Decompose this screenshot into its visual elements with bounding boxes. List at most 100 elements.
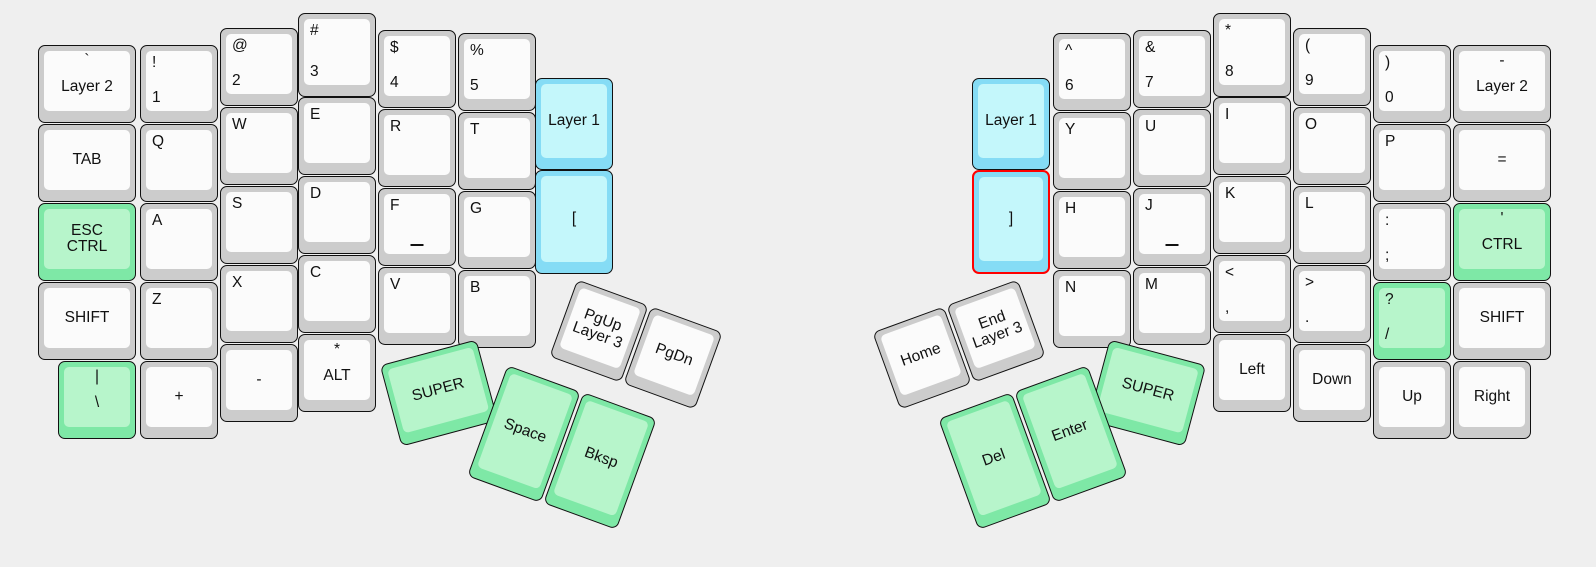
key-r-0[interactable]: )0	[1373, 45, 1451, 123]
key-legend-main: Del	[979, 445, 1008, 470]
key-r-left[interactable]: Left	[1213, 334, 1291, 412]
key-r-period[interactable]: >.	[1293, 265, 1371, 343]
key-l-layer1[interactable]: Layer 1	[535, 78, 613, 170]
key-l-a[interactable]: A	[140, 203, 218, 281]
key-l-esc-ctrl[interactable]: ESC CTRL	[38, 203, 136, 281]
keycap-r-end-layer3: End Layer 3	[953, 287, 1036, 370]
key-r-equal[interactable]: =	[1453, 124, 1551, 202]
key-l-2[interactable]: @2	[220, 28, 298, 106]
key-legend-shifted: #	[310, 22, 319, 39]
key-r-right[interactable]: Right	[1453, 361, 1531, 439]
key-r-h[interactable]: H	[1053, 191, 1131, 269]
key-l-c[interactable]: C	[298, 255, 376, 333]
key-legend-base: 4	[390, 74, 399, 91]
keycap-l-1: !1	[146, 51, 212, 111]
key-l-lbracket[interactable]: [	[535, 170, 613, 274]
key-legend-main: Home	[898, 339, 944, 370]
key-legend-shifted: >	[1305, 274, 1315, 291]
key-legend-main: Right	[1473, 387, 1511, 405]
keycap-l-t: T	[464, 118, 530, 178]
key-legend-main: =	[1497, 150, 1507, 168]
keycap-l-shift: SHIFT	[44, 288, 130, 348]
key-legend-main: PgDn	[653, 339, 696, 370]
key-l-x[interactable]: X	[220, 265, 298, 343]
key-l-w[interactable]: W	[220, 107, 298, 185]
key-r-m[interactable]: M	[1133, 267, 1211, 345]
key-l-e[interactable]: E	[298, 97, 376, 175]
key-l-minus[interactable]: -	[220, 344, 298, 422]
key-legend-shifted: %	[470, 42, 484, 59]
key-r-u[interactable]: U	[1133, 109, 1211, 187]
keycap-r-super: SUPER	[1096, 346, 1199, 434]
key-l-v[interactable]: V	[378, 267, 456, 345]
keycap-r-slash: ?/	[1379, 288, 1445, 348]
key-l-s[interactable]: S	[220, 186, 298, 264]
key-r-rbracket[interactable]: ]	[972, 170, 1050, 274]
key-l-d[interactable]: D	[298, 176, 376, 254]
key-r-down[interactable]: Down	[1293, 344, 1371, 422]
key-r-quote-ctrl[interactable]: 'CTRL	[1453, 203, 1551, 281]
key-legend-shifted: J	[1145, 197, 1153, 214]
keycap-l-2: @2	[226, 34, 292, 94]
key-r-p[interactable]: P	[1373, 124, 1451, 202]
key-legend-shifted: S	[232, 195, 243, 212]
key-r-n[interactable]: N	[1053, 270, 1131, 348]
key-r-o[interactable]: O	[1293, 107, 1371, 185]
key-l-3[interactable]: #3	[298, 13, 376, 97]
keycap-r-left: Left	[1219, 340, 1285, 400]
key-r-shift[interactable]: SHIFT	[1453, 282, 1551, 360]
key-l-g[interactable]: G	[458, 191, 536, 269]
key-l-r[interactable]: R	[378, 109, 456, 187]
key-r-6[interactable]: ^6	[1053, 33, 1131, 111]
key-l-super[interactable]: SUPER	[379, 339, 499, 447]
key-r-y[interactable]: Y	[1053, 112, 1131, 190]
key-legend-shifted: V	[390, 276, 401, 293]
key-r-comma[interactable]: <,	[1213, 255, 1291, 333]
key-l-f[interactable]: F	[378, 188, 456, 266]
key-r-semicolon[interactable]: :;	[1373, 203, 1451, 281]
key-l-z[interactable]: Z	[140, 282, 218, 360]
key-legend-main: [	[571, 209, 577, 227]
key-l-q[interactable]: Q	[140, 124, 218, 202]
key-r-i[interactable]: I	[1213, 97, 1291, 175]
keycap-r-minus-layer2: -Layer 2	[1459, 51, 1545, 111]
key-l-t[interactable]: T	[458, 112, 536, 190]
key-l-tab[interactable]: TAB	[38, 124, 136, 202]
key-r-j[interactable]: J	[1133, 188, 1211, 266]
key-legend-base: .	[1305, 309, 1310, 326]
key-l-b[interactable]: B	[458, 270, 536, 348]
key-r-8[interactable]: *8	[1213, 13, 1291, 97]
key-legend-shifted: F	[390, 197, 400, 214]
key-r-up[interactable]: Up	[1373, 361, 1451, 439]
key-legend-main: TAB	[72, 150, 102, 168]
key-legend-shifted: P	[1385, 133, 1396, 150]
key-r-7[interactable]: &7	[1133, 30, 1211, 108]
key-legend-shifted: &	[1145, 39, 1156, 56]
key-l-star-alt[interactable]: *ALT	[298, 334, 376, 412]
key-l-plus[interactable]: +	[140, 361, 218, 439]
key-l-grave-layer2[interactable]: `Layer 2	[38, 45, 136, 123]
keycap-r-p: P	[1379, 130, 1445, 190]
key-r-l[interactable]: L	[1293, 186, 1371, 264]
keycap-l-z: Z	[146, 288, 212, 348]
keycap-r-j: J	[1139, 194, 1205, 254]
keycap-r-k: K	[1219, 182, 1285, 242]
key-legend-main: SUPER	[410, 374, 467, 405]
key-r-slash[interactable]: ?/	[1373, 282, 1451, 360]
key-legend-base: 6	[1065, 77, 1074, 94]
key-legend-base: 1	[152, 89, 161, 106]
key-l-shift[interactable]: SHIFT	[38, 282, 136, 360]
key-r-layer1[interactable]: Layer 1	[972, 78, 1050, 170]
key-r-k[interactable]: K	[1213, 176, 1291, 254]
key-l-pipe-backslash[interactable]: |\	[58, 361, 136, 439]
key-r-minus-layer2[interactable]: -Layer 2	[1453, 45, 1551, 123]
keycap-l-b: B	[464, 276, 530, 336]
key-legend-shifted: Z	[152, 291, 162, 308]
key-l-5[interactable]: %5	[458, 33, 536, 111]
key-l-1[interactable]: !1	[140, 45, 218, 123]
key-l-4[interactable]: $4	[378, 30, 456, 108]
keycap-r-quote-ctrl: 'CTRL	[1459, 209, 1545, 269]
keycap-r-rbracket: ]	[979, 177, 1043, 261]
key-r-9[interactable]: (9	[1293, 28, 1371, 106]
